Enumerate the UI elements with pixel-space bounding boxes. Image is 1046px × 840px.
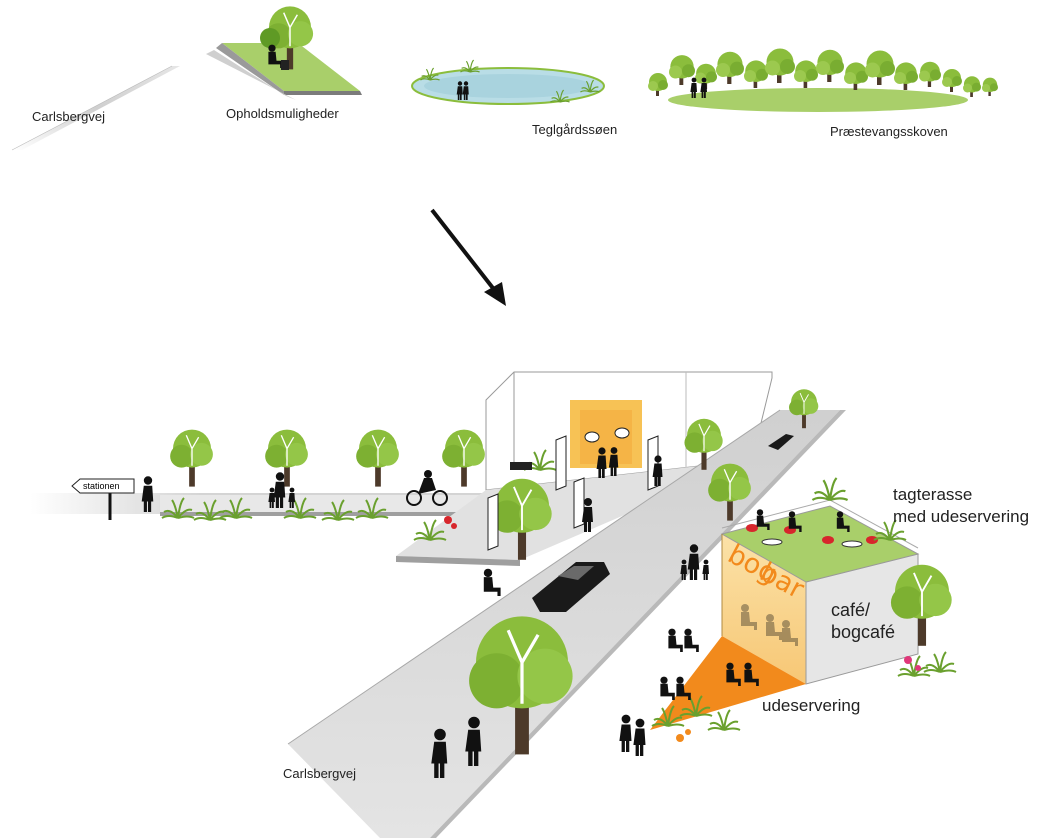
- label-opholdsmuligheder: Opholdsmuligheder: [226, 106, 339, 121]
- top-forest-illustration: [648, 48, 998, 112]
- cafe-building: bog bar: [720, 499, 920, 685]
- label-tagterasse-line1: tagterasse: [893, 485, 973, 504]
- label-udeservering: udeservering: [762, 696, 861, 715]
- side-street: [30, 493, 520, 516]
- plaza-bench: [510, 462, 532, 470]
- flower-accents: [444, 516, 921, 742]
- label-carlsbergvej-street: Carlsbergvej: [283, 766, 356, 781]
- label-praestevangsskoven: Præstevangsskoven: [830, 124, 948, 139]
- label-tagterasse-line2: med udeservering: [893, 507, 1030, 526]
- outdoor-serving-area: [650, 636, 806, 730]
- top-park-plot-illustration: [206, 5, 362, 100]
- distant-car: [768, 434, 794, 450]
- top-lake-illustration: [411, 59, 605, 105]
- main-street: [287, 409, 846, 838]
- label-cafe: café/ bogcafé: [831, 599, 895, 643]
- top-road-illustration: [11, 65, 180, 151]
- station-signpost: stationen: [71, 478, 135, 520]
- label-cafe-line1: café/: [831, 600, 871, 620]
- sign-label: stationen: [83, 481, 120, 491]
- car: [532, 562, 610, 612]
- label-tagterasse: tagterasse med udeservering: [893, 484, 1029, 528]
- label-cafe-line2: bogcafé: [831, 622, 896, 642]
- label-carlsbergvej-top: Carlsbergvej: [32, 109, 105, 124]
- label-teglgardssoen: Teglgårdssøen: [532, 122, 618, 137]
- rooftop-seating: [746, 476, 907, 548]
- cyclist: [406, 470, 448, 506]
- transition-arrow: [430, 208, 506, 306]
